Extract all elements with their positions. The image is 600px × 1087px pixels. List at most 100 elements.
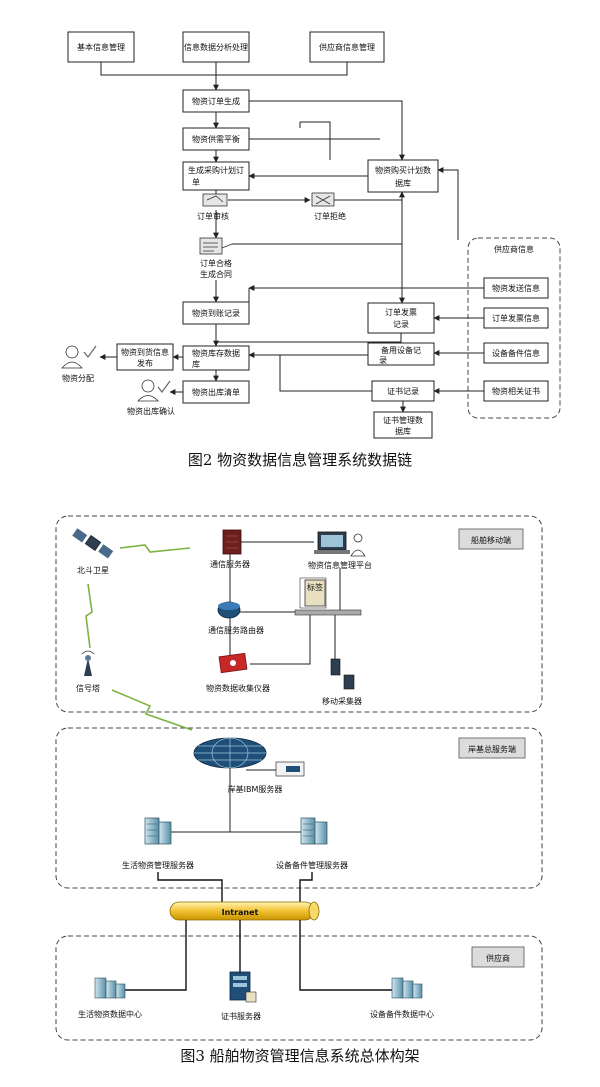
box-purchase-db-l1: 物资购买计划数	[375, 165, 431, 175]
label-shore-server: 岸基IBM服务器	[228, 784, 283, 794]
label-pass-l2: 生成合同	[200, 269, 232, 279]
comm-server-icon	[222, 529, 242, 555]
box-stock-db-l2: 库	[192, 359, 200, 369]
box-arrival-rec-label: 物资到账记录	[192, 308, 240, 318]
link-equip-intranet	[299, 872, 313, 902]
arrow-supplier-to-db	[437, 167, 459, 240]
wireless-link-sat-tower	[85, 583, 93, 649]
label-intranet: Intranet	[222, 908, 259, 917]
label-beidou: 北斗卫星	[77, 566, 109, 575]
contract-icon	[199, 237, 233, 255]
arrow-reject-to-db	[334, 191, 405, 201]
box-invoice-rec	[367, 302, 435, 334]
box-cert-db	[373, 411, 433, 439]
fig3-caption: 图3 船舶物资管理信息系统总体构架	[180, 1047, 419, 1065]
box-s-ship-label: 物资发送信息	[492, 283, 540, 293]
mobile-device-icon	[330, 658, 355, 690]
label-life-server: 生活物资管理服务器	[122, 860, 194, 870]
tag-icon	[299, 577, 327, 609]
zone-ship-tag	[458, 528, 524, 550]
link-intranet-life-dc	[118, 920, 187, 991]
box-s-cert-label: 物资相关证书	[492, 386, 540, 396]
label-platform: 物资信息管理平台	[308, 560, 372, 570]
supplier-group	[467, 237, 561, 419]
reject-icon	[311, 192, 335, 207]
label-life-dc: 生活物资数据中心	[78, 1009, 142, 1019]
fig3-architecture: 船舶移动端 岸基总服务端 供应商 北斗卫星 信号塔 通信服务器	[55, 515, 543, 1065]
person-check-icon	[61, 345, 97, 369]
box-s-spare-label: 设备备件信息	[492, 348, 540, 358]
arrow-order-to-db	[249, 100, 405, 161]
box-spare-rec	[367, 342, 435, 366]
box-s-invoice-label: 订单发票信息	[492, 313, 540, 323]
wireless-link-sat-server	[119, 544, 191, 553]
line-feedback	[300, 121, 331, 160]
label-distribute: 物资分配	[62, 373, 94, 383]
cert-server-icon	[229, 971, 257, 1003]
wireless-link-tower-shore	[111, 689, 193, 731]
zone-shore-tag	[458, 737, 526, 759]
box-purchase-db-l2: 据库	[395, 178, 411, 188]
box-arrival-pub-l1: 物资到货信息	[121, 347, 169, 357]
box-purchase-plan-l2: 单	[192, 177, 200, 187]
label-collector: 物资数据收集仪器	[206, 683, 270, 693]
box-supply-balance-label: 物资供需平衡	[192, 134, 240, 144]
router-icon	[217, 601, 241, 619]
zone-supplier-label: 供应商	[486, 953, 510, 963]
equip-datacenter-icon	[391, 977, 423, 999]
equip-server-icon	[300, 817, 328, 845]
label-tower: 信号塔	[76, 683, 100, 693]
box-cert-db-l2: 据库	[395, 426, 411, 436]
box-purchase-plan	[182, 161, 250, 191]
box-invoice-rec-l2: 记录	[393, 320, 409, 329]
zone-shore	[55, 727, 543, 889]
network-switch	[294, 609, 362, 616]
box-spare-rec-l1: 备用设备记	[381, 345, 421, 355]
label-supplier-group: 供应商信息	[494, 244, 534, 254]
satellite-icon	[72, 528, 114, 559]
user-icon	[350, 533, 366, 557]
audit-icon	[202, 193, 228, 207]
zone-ship-label: 船舶移动端	[471, 535, 511, 545]
box-purchase-plan-l1: 生成采购计划订	[188, 165, 244, 175]
box-stock-db-l1: 物资库存数据	[192, 348, 240, 358]
life-server-icon	[144, 817, 172, 845]
platform-computer-icon	[314, 531, 350, 554]
box-supplier-info-mgmt-label: 供应商信息管理	[319, 42, 375, 52]
fig2-data-chain: 基本信息管理 信息数据分析处理 供应商信息管理 物资订单生成 物资供需平衡 生成…	[61, 31, 561, 469]
merge-line	[100, 62, 348, 76]
fig2-caption: 图2 物资数据信息管理系统数据链	[188, 451, 412, 469]
life-datacenter-icon	[94, 977, 126, 999]
intranet-pipe	[169, 901, 320, 921]
box-stock-db	[182, 345, 250, 371]
box-spare-rec-l2: 录	[379, 356, 387, 365]
ibm-server-icon	[275, 761, 305, 777]
box-order-gen-label: 物资订单生成	[192, 96, 240, 106]
box-analysis	[182, 31, 250, 63]
box-basic	[67, 31, 135, 63]
box-analysis-label: 信息数据分析处理	[184, 42, 248, 52]
label-mobile: 移动采集器	[322, 696, 362, 706]
box-basic-label: 基本信息管理	[77, 42, 125, 52]
label-tag: 标签	[307, 582, 323, 592]
label-pass-l1: 订单合格	[200, 258, 232, 268]
globe-network-icon	[193, 737, 267, 769]
link-intranet-equip-dc	[299, 920, 392, 991]
box-arrival-pub-l2: 发布	[137, 358, 153, 368]
box-cert-rec-label: 证书记录	[387, 386, 419, 396]
signal-tower-icon	[81, 650, 95, 676]
label-audit: 订单审核	[197, 211, 229, 221]
label-router: 通信服务路由器	[208, 625, 264, 635]
label-equip-server: 设备备件管理服务器	[276, 860, 348, 870]
link-globe-servers	[160, 768, 306, 833]
box-outbound-label: 物资出库清单	[192, 387, 240, 397]
collector-icon	[218, 652, 248, 674]
link-collector-switch	[250, 615, 311, 665]
label-cert-server: 证书服务器	[221, 1011, 261, 1021]
line-cert-to-stock	[279, 355, 372, 392]
box-invoice-rec-l1: 订单发票	[385, 307, 417, 317]
link-life-intranet	[157, 872, 223, 902]
person-confirm-icon	[137, 379, 171, 402]
